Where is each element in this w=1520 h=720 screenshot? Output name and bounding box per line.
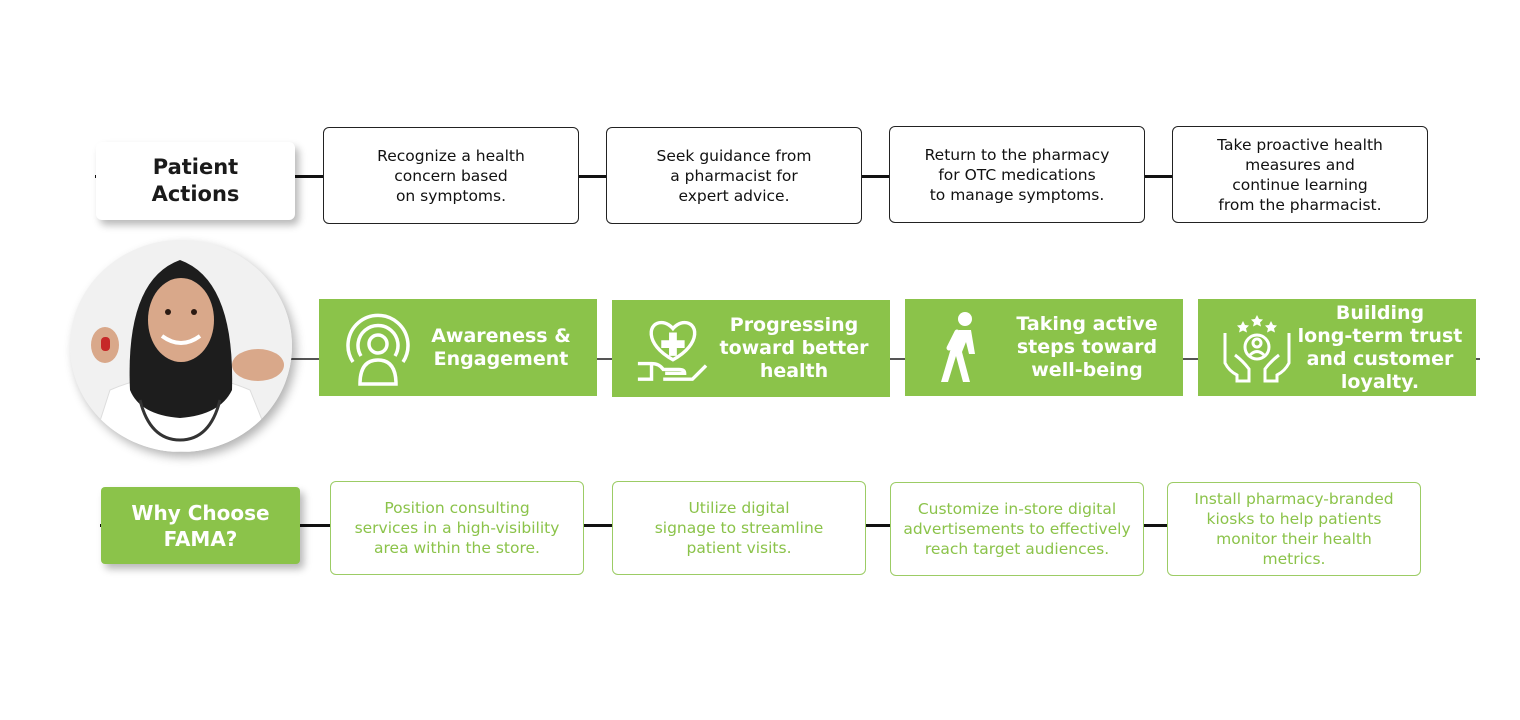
stage-label: Progressing toward better health [719, 314, 869, 382]
stage-label: Awareness & Engagement [431, 324, 571, 370]
why-choose-fama-label: Why Choose FAMA? [101, 487, 300, 564]
benefit-item-3: Customize in-store digital advertisement… [890, 482, 1144, 576]
pharmacist-illustration [70, 240, 292, 452]
stage-label: Building long-term trust and customer lo… [1297, 301, 1463, 393]
stage-taking-steps: Taking active steps toward well-being [905, 299, 1183, 396]
benefit-item-1: Position consulting services in a high-v… [330, 481, 584, 575]
walking-person-icon [927, 311, 1001, 385]
awareness-icon [341, 311, 415, 386]
trust-hands-icon [1220, 311, 1294, 385]
heart-hand-icon [634, 312, 708, 386]
pharmacist-avatar [70, 240, 292, 452]
stage-awareness: Awareness & Engagement [319, 299, 597, 396]
action-step-2: Seek guidance from a pharmacist for expe… [606, 127, 862, 224]
patient-actions-label: Patient Actions [96, 142, 295, 220]
stage-progressing: Progressing toward better health [612, 300, 890, 397]
action-step-3: Return to the pharmacy for OTC medicatio… [889, 126, 1145, 223]
stage-label: Taking active steps toward well-being [1016, 313, 1158, 381]
benefit-item-2: Utilize digital signage to streamline pa… [612, 481, 866, 575]
stage-building-trust: Building long-term trust and customer lo… [1198, 299, 1476, 396]
action-step-4: Take proactive health measures and conti… [1172, 126, 1428, 223]
benefit-item-4: Install pharmacy-branded kiosks to help … [1167, 482, 1421, 576]
action-step-1: Recognize a health concern based on symp… [323, 127, 579, 224]
